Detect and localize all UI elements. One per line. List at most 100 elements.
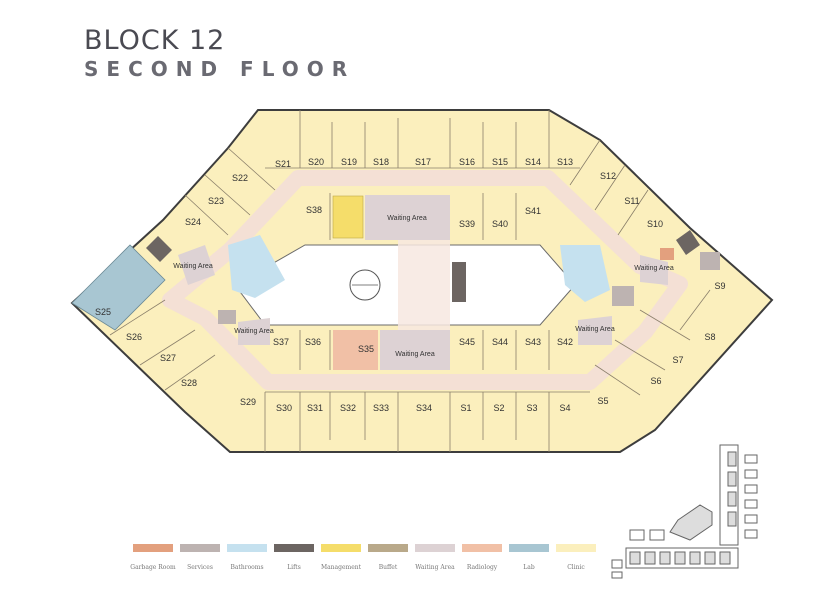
legend-label: Management bbox=[320, 564, 362, 571]
legend-label: Services bbox=[187, 564, 213, 571]
room-label: S17 bbox=[415, 157, 431, 167]
lifts-right bbox=[676, 230, 700, 255]
legend-label: Waiting Area bbox=[415, 564, 455, 571]
room-label: S32 bbox=[340, 403, 356, 413]
central-link bbox=[398, 240, 450, 330]
legend-label: Buffet bbox=[378, 564, 398, 571]
services-far-right bbox=[700, 252, 720, 270]
lifts-center bbox=[452, 262, 466, 302]
waiting-area-bottom-label: Waiting Area bbox=[395, 351, 435, 358]
waiting-area-top-label: Waiting Area bbox=[387, 215, 427, 222]
room-labels: S21 S20 S19 S18 S17 S16 S15 S14 S13 S22 … bbox=[95, 157, 726, 413]
page-title: BLOCK 12 SECOND FLOOR bbox=[84, 26, 355, 82]
room-label: S6 bbox=[650, 376, 661, 386]
waiting-area-right-upper bbox=[640, 255, 668, 285]
room-label: S25 bbox=[95, 307, 111, 317]
floor-subtitle: SECOND FLOOR bbox=[84, 57, 356, 81]
top-room-walls bbox=[109, 110, 711, 452]
management-room bbox=[332, 195, 364, 239]
legend-label: Lab bbox=[523, 564, 535, 571]
room-label: S8 bbox=[704, 332, 715, 342]
waiting-area-left-lower-label: Waiting Area bbox=[234, 328, 274, 335]
room-label: S38 bbox=[306, 205, 322, 215]
legend-item: Lifts bbox=[271, 544, 317, 571]
room-label: S15 bbox=[492, 157, 508, 167]
legend-label: Radiology bbox=[466, 564, 498, 571]
room-label: S24 bbox=[185, 217, 201, 227]
garbage-room bbox=[660, 248, 674, 260]
legend-item: Waiting Area bbox=[412, 544, 458, 571]
key-plan bbox=[611, 444, 758, 579]
legend-item: Services bbox=[177, 544, 223, 571]
room-label: S35 bbox=[358, 344, 374, 354]
waiting-area-right-upper-label: Waiting Area bbox=[634, 265, 674, 272]
room-label: S36 bbox=[305, 337, 321, 347]
bathroom-left bbox=[228, 235, 285, 298]
waiting-area-bottom bbox=[380, 330, 450, 370]
room-label: S14 bbox=[525, 157, 541, 167]
room-label: S16 bbox=[459, 157, 475, 167]
legend-swatch bbox=[368, 544, 408, 552]
room-label: S37 bbox=[273, 337, 289, 347]
legend-item: Management bbox=[318, 544, 364, 571]
legend-item: Radiology bbox=[459, 544, 505, 571]
legend-swatch bbox=[180, 544, 220, 552]
room-label: S34 bbox=[416, 403, 432, 413]
room-label: S19 bbox=[341, 157, 357, 167]
legend-swatch bbox=[415, 544, 455, 552]
room-label: S18 bbox=[373, 157, 389, 167]
legend-swatch bbox=[556, 544, 596, 552]
legend-swatch bbox=[509, 544, 549, 552]
waiting-area-left-upper bbox=[178, 245, 215, 285]
block-title: BLOCK 12 bbox=[84, 25, 226, 56]
room-label: S9 bbox=[714, 281, 725, 291]
lifts-left bbox=[146, 236, 172, 262]
waiting-area-left-upper-label: Waiting Area bbox=[173, 263, 213, 270]
legend-label: Garbage Room bbox=[130, 564, 176, 571]
room-label: S30 bbox=[276, 403, 292, 413]
legend-label: Bathrooms bbox=[230, 564, 264, 571]
room-label: S29 bbox=[240, 397, 256, 407]
services-left bbox=[218, 310, 236, 324]
room-label: S13 bbox=[557, 157, 573, 167]
room-label: S5 bbox=[597, 396, 608, 406]
room-label: S21 bbox=[275, 159, 291, 169]
room-label: S26 bbox=[126, 332, 142, 342]
room-label: S7 bbox=[672, 355, 683, 365]
bathroom-right bbox=[560, 245, 610, 302]
legend-item: Bathrooms bbox=[224, 544, 270, 571]
room-label: S23 bbox=[208, 196, 224, 206]
room-label: S28 bbox=[181, 378, 197, 388]
room-label: S20 bbox=[308, 157, 324, 167]
room-label: S31 bbox=[307, 403, 323, 413]
room-label: S10 bbox=[647, 219, 663, 229]
room-label: S4 bbox=[559, 403, 570, 413]
waiting-area-left-lower bbox=[238, 318, 270, 345]
legend-item: Buffet bbox=[365, 544, 411, 571]
room-label: S27 bbox=[160, 353, 176, 363]
room-label: S12 bbox=[600, 171, 616, 181]
room-label: S22 bbox=[232, 173, 248, 183]
room-label: S42 bbox=[557, 337, 573, 347]
legend: Garbage Room Services Bathrooms Lifts Ma… bbox=[130, 544, 600, 576]
waiting-area-right-lower-label: Waiting Area bbox=[575, 326, 615, 333]
legend-item: Lab bbox=[506, 544, 552, 571]
legend-swatch bbox=[321, 544, 361, 552]
room-label: S39 bbox=[459, 219, 475, 229]
room-label: S44 bbox=[492, 337, 508, 347]
room-label: S2 bbox=[493, 403, 504, 413]
waiting-area-top bbox=[365, 195, 450, 240]
room-label: S3 bbox=[526, 403, 537, 413]
legend-swatch bbox=[462, 544, 502, 552]
legend-swatch bbox=[274, 544, 314, 552]
legend-swatch bbox=[227, 544, 267, 552]
room-label: S11 bbox=[624, 196, 639, 206]
legend-item: Clinic bbox=[553, 544, 599, 571]
legend-swatch bbox=[133, 544, 173, 552]
room-label: S41 bbox=[525, 206, 541, 216]
legend-label: Clinic bbox=[567, 564, 585, 571]
services-right bbox=[612, 286, 634, 306]
waiting-area-right-lower bbox=[578, 316, 612, 345]
lab-s25 bbox=[71, 244, 166, 331]
